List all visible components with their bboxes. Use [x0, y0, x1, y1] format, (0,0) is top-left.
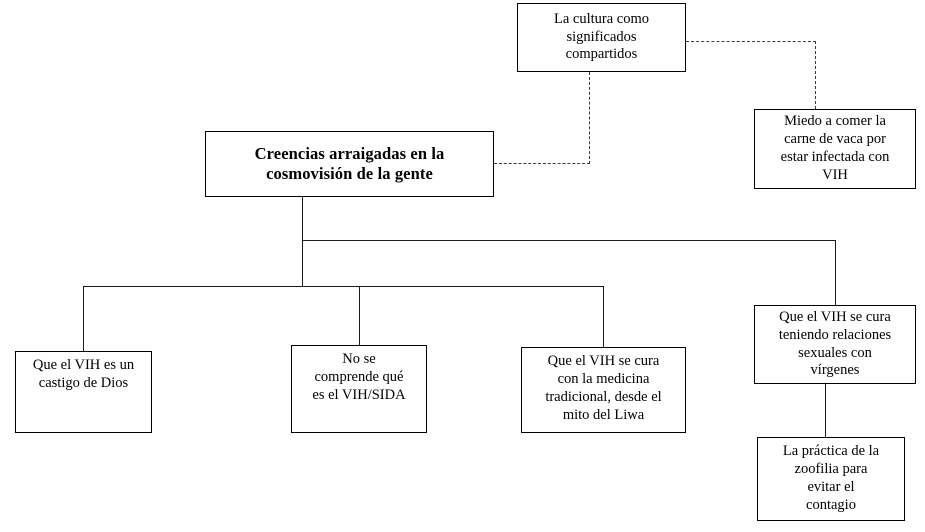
dashed-connector-beef-vertical — [815, 41, 816, 109]
connector-drop-punishment — [83, 286, 85, 352]
connector-drop-traditional — [603, 286, 605, 348]
dashed-connector-culture-vertical — [589, 72, 590, 164]
connector-upper-branch — [302, 240, 836, 242]
connector-drop-virgins — [835, 240, 837, 305]
dashed-connector-culture-to-beef — [686, 41, 816, 42]
node-culture[interactable]: La cultura como significados compartidos — [517, 3, 686, 72]
connector-drop-not-understood — [359, 286, 361, 346]
connector-virgins-to-zoophilia — [825, 384, 827, 437]
node-zoophilia[interactable]: La práctica de la zoofilia para evitar e… — [757, 437, 905, 521]
connector-root-stem — [302, 197, 304, 287]
node-punishment[interactable]: Que el VIH es un castigo de Dios — [15, 351, 152, 433]
node-not-understood[interactable]: No se comprende qué es el VIH/SIDA — [291, 345, 427, 433]
node-virgins[interactable]: Que el VIH se cura teniendo relaciones s… — [754, 305, 916, 384]
node-beef-fear[interactable]: Miedo a comer la carne de vaca por estar… — [754, 109, 916, 189]
node-root-title[interactable]: Creencias arraigadas en la cosmovisión d… — [205, 131, 494, 197]
dashed-connector-culture-to-root — [494, 163, 590, 164]
connector-distribution-bar — [83, 286, 604, 288]
node-traditional-medicine[interactable]: Que el VIH se cura con la medicina tradi… — [521, 347, 686, 433]
